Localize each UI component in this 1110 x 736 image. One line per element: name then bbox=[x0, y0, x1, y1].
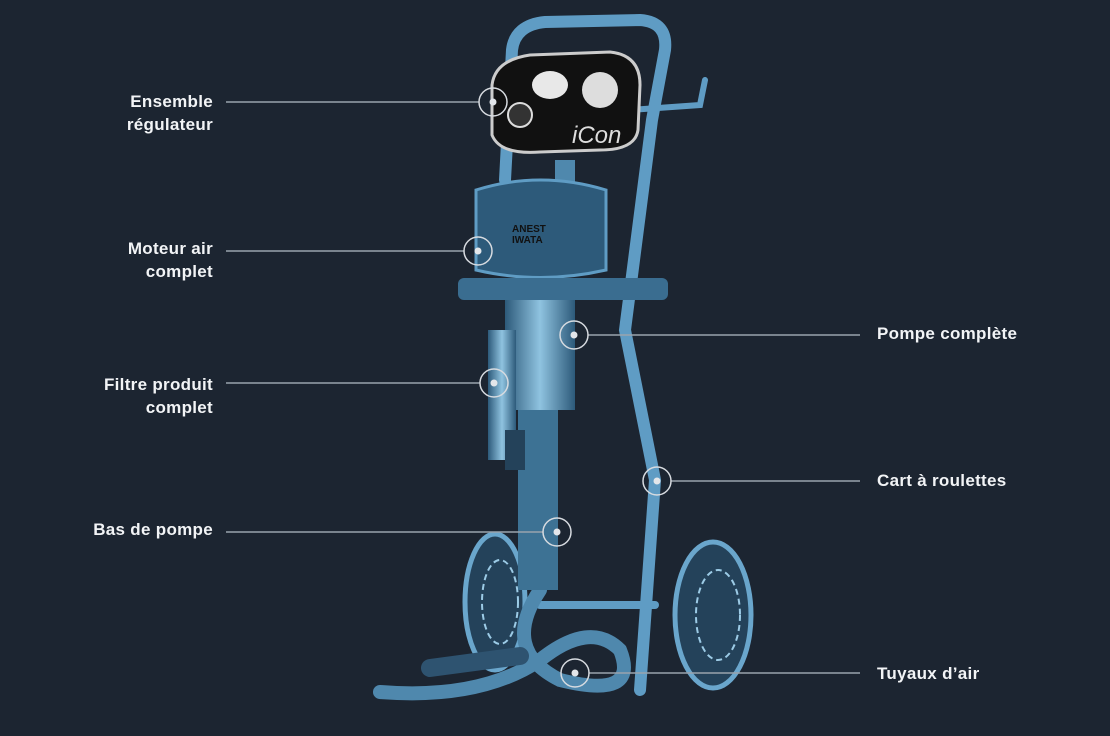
label-line: Filtre produit bbox=[103, 375, 213, 394]
label-line: complet bbox=[145, 262, 213, 281]
label-air-hoses: Tuyaux d’air bbox=[877, 662, 979, 685]
label-regulator: Ensemble régulateur bbox=[127, 90, 213, 136]
callout-markers bbox=[463, 87, 672, 688]
pump-body bbox=[488, 300, 575, 590]
motor-brand-2: IWATA bbox=[512, 235, 543, 246]
label-line: Moteur air bbox=[127, 239, 213, 258]
label-line: Pompe complète bbox=[877, 324, 1018, 343]
regulator-brand: iCon bbox=[572, 122, 621, 149]
label-air-motor: Moteur air complet bbox=[128, 237, 213, 283]
label-fluid-filter: Filtre produit complet bbox=[104, 373, 213, 419]
label-line: régulateur bbox=[126, 115, 213, 134]
callout-dots bbox=[474, 98, 661, 677]
label-line: Cart à roulettes bbox=[877, 471, 1007, 490]
label-line: Ensemble bbox=[130, 92, 213, 111]
label-line: Tuyaux d’air bbox=[877, 664, 980, 683]
callout-lines bbox=[226, 101, 860, 674]
wheels bbox=[462, 531, 754, 691]
air-hoses bbox=[373, 583, 631, 701]
label-cart: Cart à roulettes bbox=[877, 469, 1007, 492]
label-line: complet bbox=[145, 398, 213, 417]
regulator-assembly: iCon bbox=[490, 50, 642, 154]
motor-brand: ANEST bbox=[512, 224, 546, 235]
label-line: Bas de pompe bbox=[93, 520, 213, 539]
air-motor: ANEST IWATA bbox=[458, 160, 668, 300]
label-complete-pump: Pompe complète bbox=[877, 322, 1017, 345]
cart-frame bbox=[499, 13, 708, 696]
label-lower-pump: Bas de pompe bbox=[93, 518, 213, 541]
